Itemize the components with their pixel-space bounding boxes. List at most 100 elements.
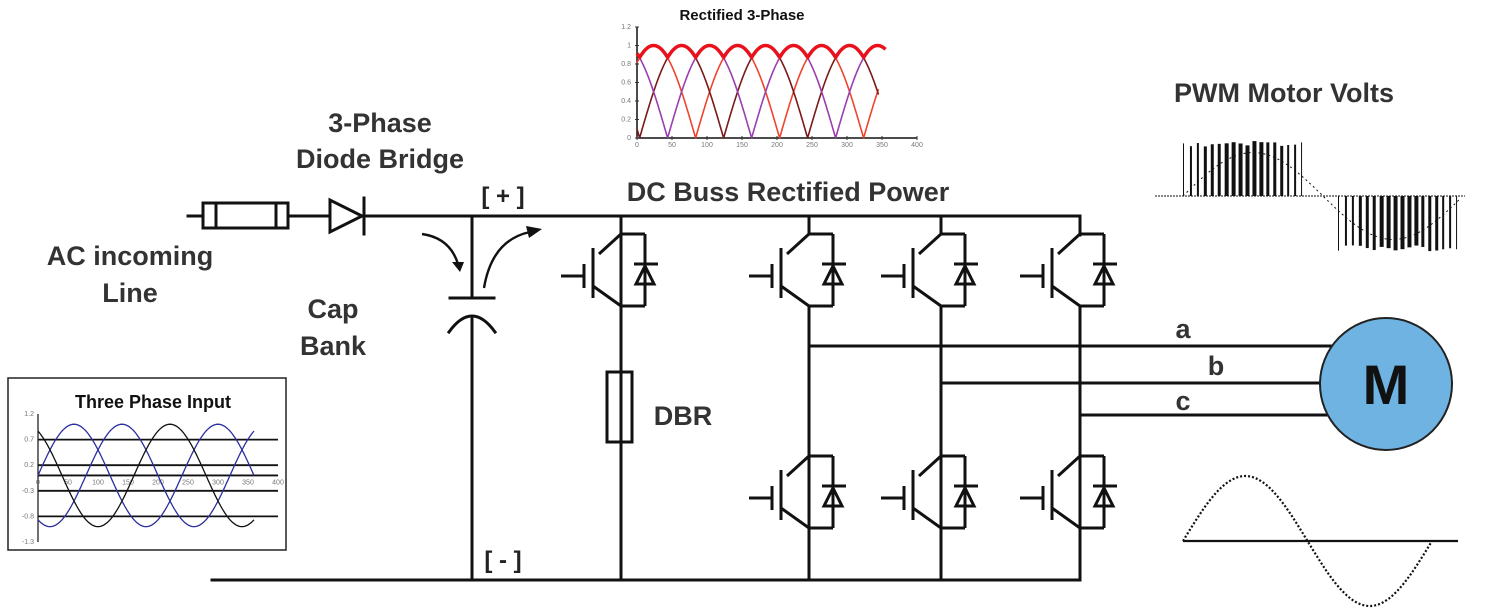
series-line — [637, 46, 879, 138]
y-tick-label: 1 — [627, 43, 631, 50]
igbt-symbol — [1020, 438, 1117, 538]
x-tick-label: 300 — [212, 479, 224, 486]
igbt-switches — [561, 216, 1117, 538]
motor: M — [1320, 318, 1452, 450]
x-tick-label: 0 — [36, 479, 40, 486]
label-dc-buss: DC Buss Rectified Power — [627, 177, 950, 207]
pwm-pulse — [1218, 144, 1221, 196]
pwm-pulse — [1273, 142, 1276, 196]
x-tick-label: 300 — [841, 142, 853, 149]
x-tick-label: 0 — [635, 142, 639, 149]
x-tick-label: 100 — [92, 479, 104, 486]
igbt-symbol — [749, 438, 846, 538]
ac-input-line — [188, 198, 364, 234]
x-tick-label: 400 — [911, 142, 923, 149]
series-line — [637, 46, 879, 138]
x-tick-label: 200 — [771, 142, 783, 149]
x-tick-label: 100 — [701, 142, 713, 149]
igbt-symbol — [561, 216, 658, 316]
label-phase-c: c — [1175, 386, 1190, 416]
y-tick-label: 0.7 — [24, 437, 34, 444]
x-tick-label: 350 — [242, 479, 254, 486]
pwm-pulse — [1449, 196, 1451, 248]
label-cap: Cap — [307, 294, 358, 324]
pwm-pulse — [1301, 142, 1302, 196]
pwm-pulse — [1204, 146, 1207, 196]
pwm-pulse — [1239, 143, 1243, 196]
x-tick-label: 400 — [272, 479, 284, 486]
label-phase-a: a — [1175, 314, 1191, 344]
y-tick-label: 0.2 — [24, 462, 34, 469]
label-dbr: DBR — [654, 401, 713, 431]
pwm-pulse — [1407, 196, 1411, 247]
pwm-pulse — [1266, 142, 1269, 196]
pwm-pulse — [1394, 196, 1398, 250]
y-tick-label: 0.2 — [621, 117, 631, 124]
label-bank: Bank — [300, 331, 367, 361]
pwm-pulse — [1414, 196, 1418, 246]
label-diode-bridge: Diode Bridge — [296, 144, 464, 174]
pwm-pulse — [1359, 196, 1362, 246]
y-tick-label: 1.2 — [621, 24, 631, 31]
series-line — [637, 46, 879, 138]
dbr-branch — [607, 216, 632, 580]
x-tick-label: 50 — [668, 142, 676, 149]
discharge-arrow-icon — [484, 232, 530, 288]
pwm-pulse — [1287, 145, 1289, 196]
label-ac-incoming: AC incoming — [47, 241, 214, 271]
pwm-pulse — [1345, 196, 1347, 246]
pwm-pulse — [1197, 143, 1199, 196]
pwm-pulse — [1252, 141, 1256, 196]
capacitor-bank-symbol — [422, 216, 542, 580]
series-line — [637, 46, 886, 58]
pwm-pulse — [1366, 196, 1369, 248]
x-tick-label: 150 — [736, 142, 748, 149]
rectified-3-phase-chart: Rectified 3-Phase 0 0.2 0.4 0.6 0.8 1 1.2 0 50 100… — [621, 7, 923, 149]
motor-label: M — [1363, 353, 1410, 416]
chart-title: Rectified 3-Phase — [679, 7, 804, 24]
pwm-pulse — [1232, 142, 1236, 196]
label-dc-positive: [ + ] — [481, 183, 524, 210]
y-tick-label: 0.6 — [621, 80, 631, 87]
x-tick-label: 250 — [182, 479, 194, 486]
label-phase-b: b — [1208, 351, 1225, 381]
pwm-pulse — [1456, 196, 1457, 249]
chart-title: Three Phase Input — [75, 392, 231, 412]
y-tick-label: 1.2 — [24, 411, 34, 418]
pwm-pulse — [1442, 196, 1444, 249]
pwm-pulse — [1280, 146, 1283, 196]
inverter-phase-legs — [809, 216, 1335, 580]
y-tick-label: -0.3 — [22, 488, 34, 495]
pwm-pulse — [1183, 143, 1184, 196]
pwm-pulse — [1225, 143, 1229, 196]
label-pwm-motor-volts: PWM Motor Volts — [1174, 78, 1394, 108]
pwm-pulse — [1373, 196, 1376, 250]
igbt-symbol — [1020, 216, 1117, 316]
y-tick-label: 0 — [627, 135, 631, 142]
x-tick-label: 250 — [806, 142, 818, 149]
y-tick-label: -1.3 — [22, 539, 34, 546]
pwm-pulse — [1338, 196, 1339, 251]
label-dc-negative: [ - ] — [484, 547, 521, 574]
y-tick-label: 0.8 — [621, 61, 631, 68]
pwm-motor-volts-chart — [1155, 141, 1465, 251]
igbt-symbol — [749, 216, 846, 316]
pwm-pulse — [1352, 196, 1354, 245]
pwm-pulse — [1401, 196, 1405, 249]
igbt-symbol — [881, 216, 978, 316]
y-tick-label: 0.4 — [621, 98, 631, 105]
motor-current-waveform — [1183, 476, 1458, 606]
pwm-pulse — [1259, 142, 1263, 196]
igbt-symbol — [881, 438, 978, 538]
pwm-pulse — [1380, 196, 1384, 247]
three-phase-input-chart: Three Phase Input1.20.70.2-0.3-0.8-1.305… — [8, 378, 286, 550]
diode-symbol — [330, 198, 364, 234]
label-3-phase: 3-Phase — [328, 108, 432, 138]
label-line: Line — [102, 278, 158, 308]
pwm-pulse — [1421, 196, 1424, 247]
pwm-pulse — [1387, 196, 1391, 248]
x-tick-label: 350 — [876, 142, 888, 149]
y-tick-label: -0.8 — [22, 513, 34, 520]
charge-arrow-icon — [422, 234, 458, 264]
